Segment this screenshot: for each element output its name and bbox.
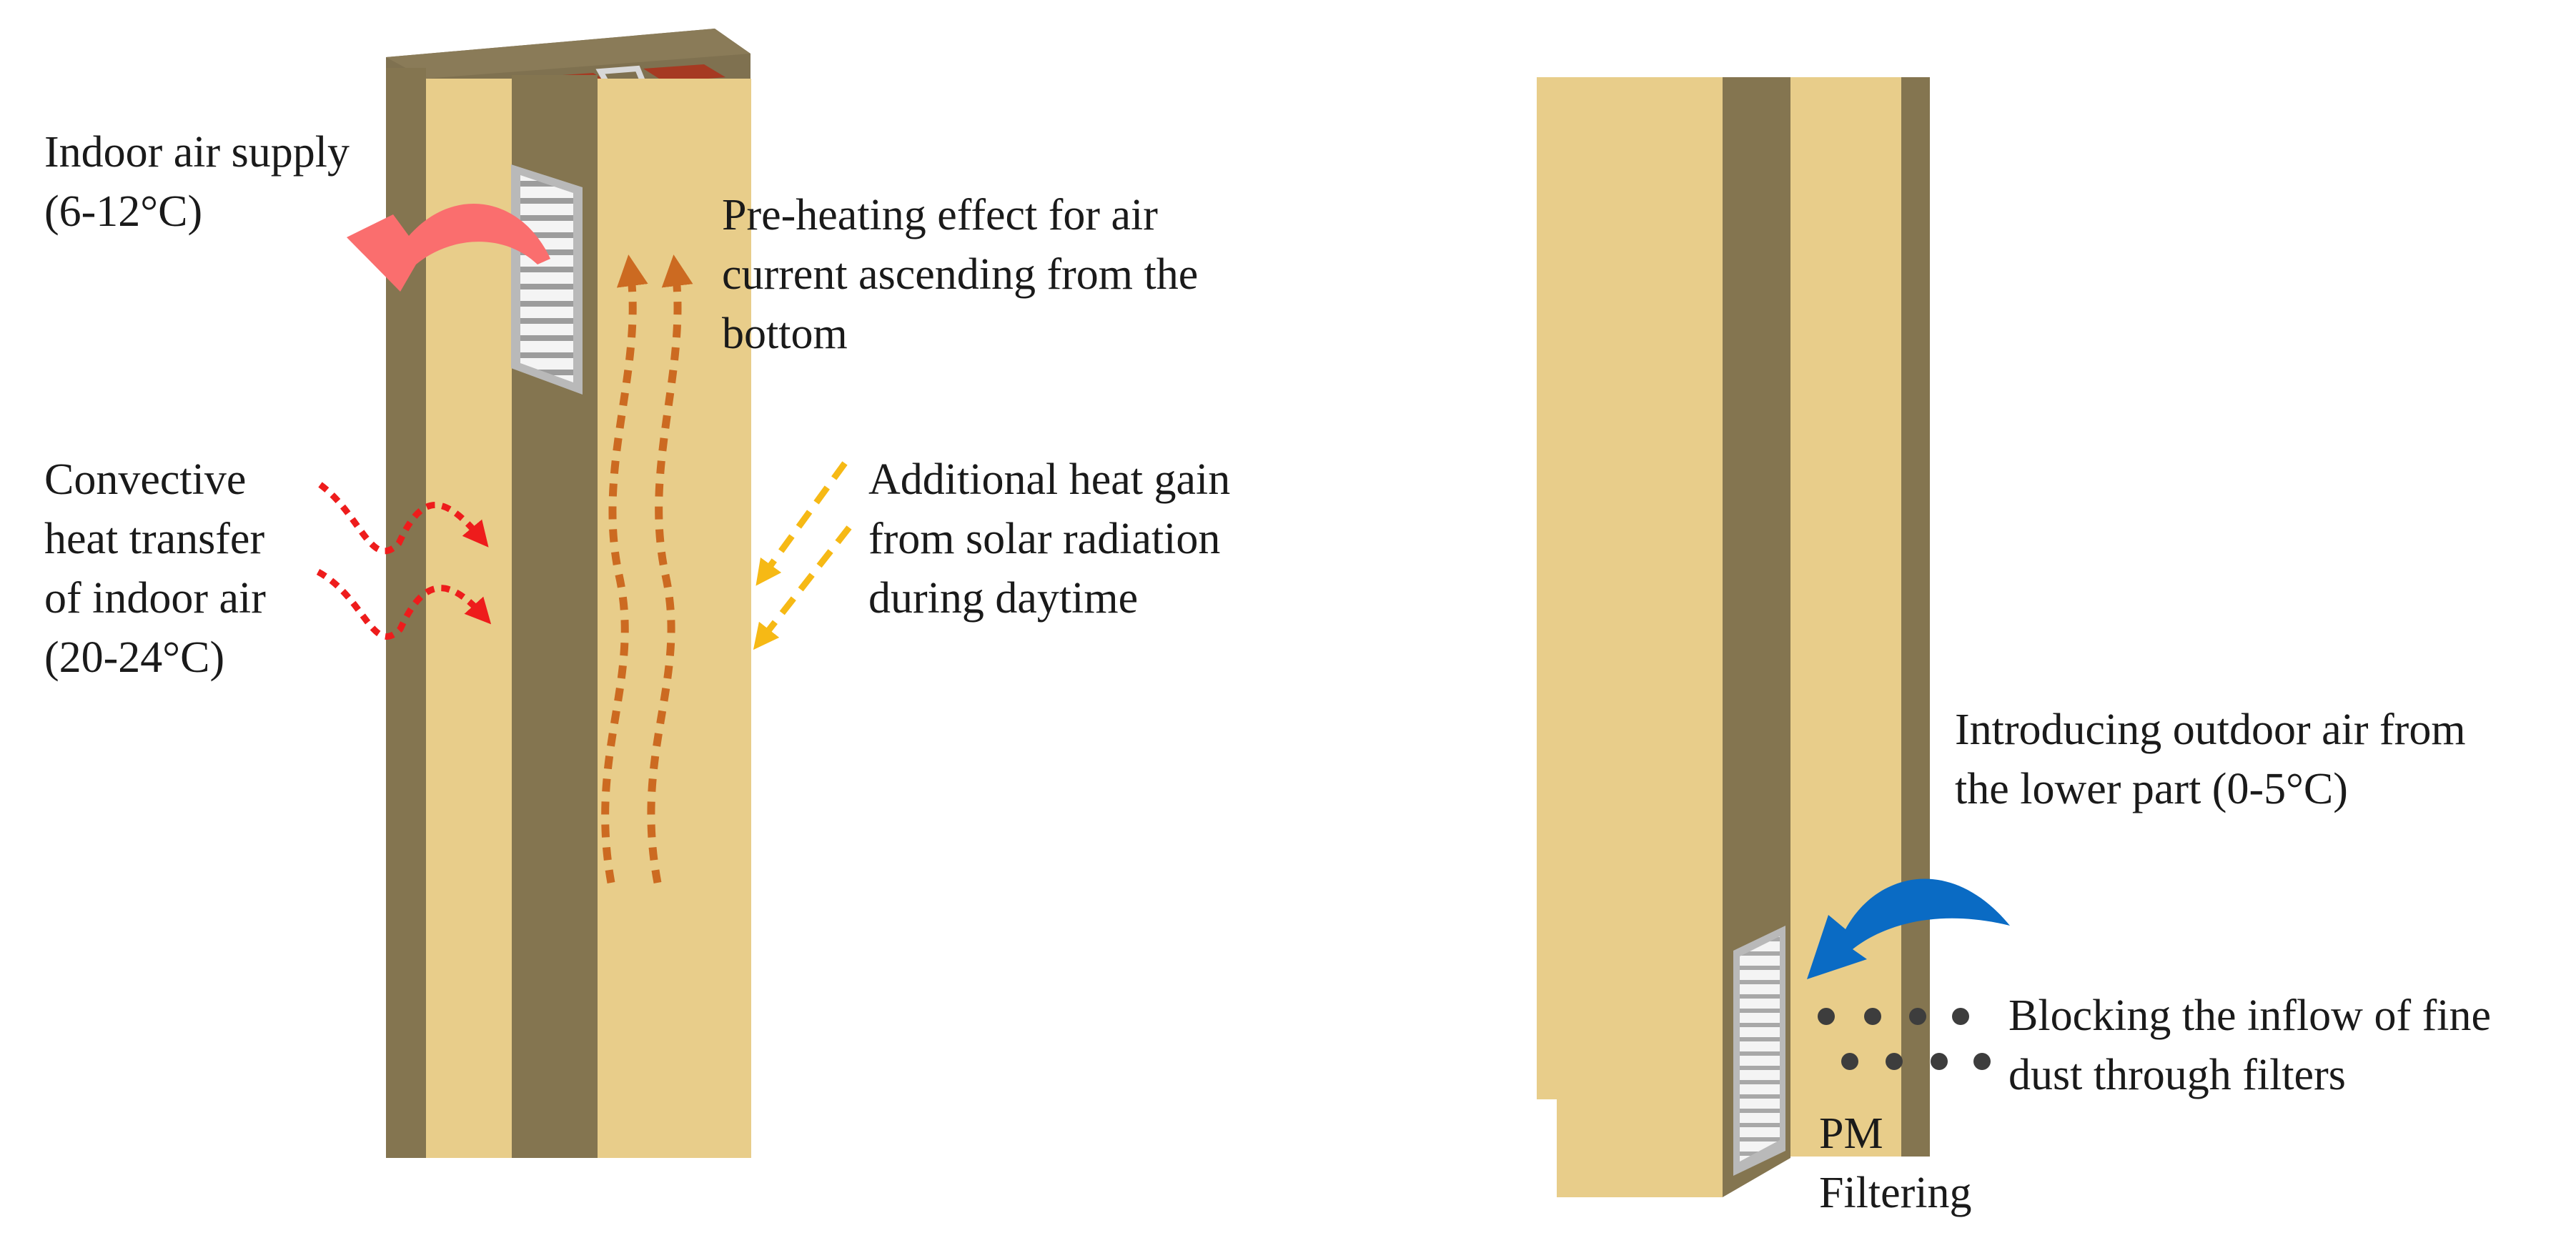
dust-particles (1818, 1008, 1991, 1070)
label-preheating-effect: Pre-heating effect for air current ascen… (722, 191, 1199, 359)
dust-dot (1886, 1053, 1903, 1070)
right-wall-cavity (1723, 77, 1790, 1197)
left-wall-top-edge (386, 29, 750, 79)
right-wall-inner-panel (1790, 77, 1901, 1157)
dust-dot (1952, 1008, 1969, 1025)
right-wall-assembly (1537, 77, 1930, 1197)
label-dust-blocking: Blocking the inflow of fine dust through… (2008, 991, 2491, 1100)
right-wall-outer-panel (1537, 77, 1723, 1197)
intake-filter-grille (1733, 926, 1785, 1176)
label-solar-heat-gain: Additional heat gain from solar radiatio… (868, 455, 1231, 623)
convective-arrow-1 (318, 482, 489, 555)
dust-dot (1818, 1008, 1835, 1025)
dust-dot (1973, 1053, 1991, 1070)
indoor-supply-arrow (347, 203, 550, 292)
label-indoor-air-supply: Indoor air supply (6-12°C) (44, 128, 350, 237)
supply-grille (511, 164, 583, 395)
dust-dot (1841, 1053, 1858, 1070)
dust-dot (1909, 1008, 1926, 1025)
convective-arrow-2 (316, 569, 492, 640)
label-convective-heat-transfer: Convective heat transfer of indoor air (… (44, 455, 266, 683)
right-wall-inner-edge (1901, 77, 1930, 1157)
dust-dot (1864, 1008, 1881, 1025)
solar-arrow-2 (753, 525, 852, 650)
label-outdoor-air-intake: Introducing outdoor air from the lower p… (1955, 705, 2466, 814)
solar-arrow-1 (756, 461, 848, 586)
left-slot-back (643, 64, 725, 82)
outdoor-intake-arrow (1807, 878, 2010, 979)
left-wall-assembly (386, 29, 751, 1158)
dust-dot (1931, 1053, 1948, 1070)
label-pm-filtering: PM Filtering (1819, 1109, 1972, 1218)
